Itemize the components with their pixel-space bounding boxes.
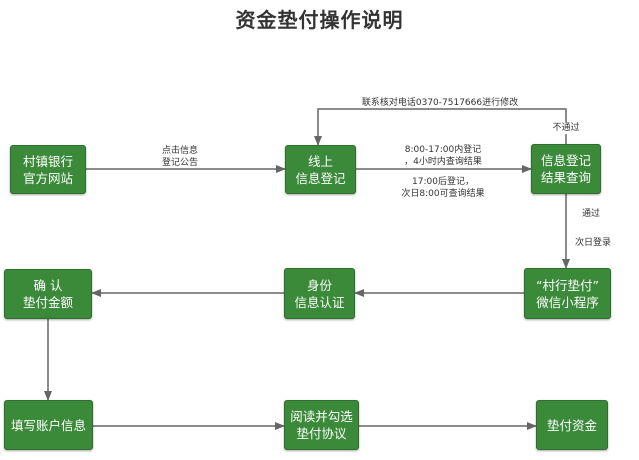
node-text: 阅读并勾选 (290, 409, 353, 424)
node-text: 官方网站 (22, 170, 73, 186)
node-text: 结果查询 (540, 170, 591, 185)
node-mini-program: “村行垫付” 微信小程序 (524, 268, 611, 319)
node-online-register: 线上 信息登记 (285, 145, 356, 194)
node-text: 线上 (307, 153, 333, 169)
node-text: 垫付资金 (546, 417, 597, 433)
edge-label-query-fail: 不通过 (546, 122, 586, 134)
node-fill-account: 填写账户信息 (4, 400, 93, 450)
node-text: 填写账户信息 (10, 417, 86, 433)
node-result-query: 信息登记 结果查询 (531, 144, 601, 194)
node-text: 信息登记 (540, 153, 591, 168)
node-confirm-amount: 确 认 垫付金额 (4, 269, 92, 319)
edge-label-site-to-register: 点击信息 登记公告 (150, 145, 210, 169)
edge-label-register-to-query-below: 17:00后登记， 次日8:00可查询结果 (393, 176, 493, 200)
edge-label-text: 登记公告 (161, 158, 198, 168)
edge-label-text: 17:00后登记， (412, 177, 474, 187)
node-text: 确 认 (33, 278, 63, 293)
node-text: “村行垫付” (536, 277, 599, 293)
node-text: 身份 (306, 277, 332, 293)
node-text: 微信小程序 (536, 294, 599, 310)
node-read-agreement: 阅读并勾选 垫付协议 (284, 400, 359, 450)
edge-label-next-day-login: 次日登录 (574, 238, 611, 248)
node-text: 信息登记 (295, 170, 346, 186)
node-advance-funds: 垫付资金 (536, 400, 608, 450)
edge-label-register-to-query-above: 8:00-17:00内登记 ，4小时内查询结果 (393, 144, 493, 168)
edge-label-text: 8:00-17:00内登记 (404, 145, 482, 155)
node-identity-verify: 身份 信息认证 (284, 268, 355, 319)
edge-label-text: 点击信息 (161, 146, 198, 156)
node-text: 信息认证 (294, 294, 345, 310)
edge-label-text: 次日8:00可查询结果 (401, 189, 485, 199)
node-text: 垫付金额 (22, 295, 73, 310)
node-official-site: 村镇银行 官方网站 (10, 145, 86, 194)
node-text: 垫付协议 (296, 426, 347, 441)
page-title: 资金垫付操作说明 (235, 8, 404, 32)
edge-label-fail-loop: 联系核对电话0370-7517666进行修改 (361, 98, 519, 108)
edge-fail-loop (314, 108, 567, 146)
edge-label-text: ，4小时内查询结果 (404, 157, 482, 167)
edge-label-query-pass: 通过 (581, 209, 600, 219)
node-text: 村镇银行 (22, 153, 73, 169)
